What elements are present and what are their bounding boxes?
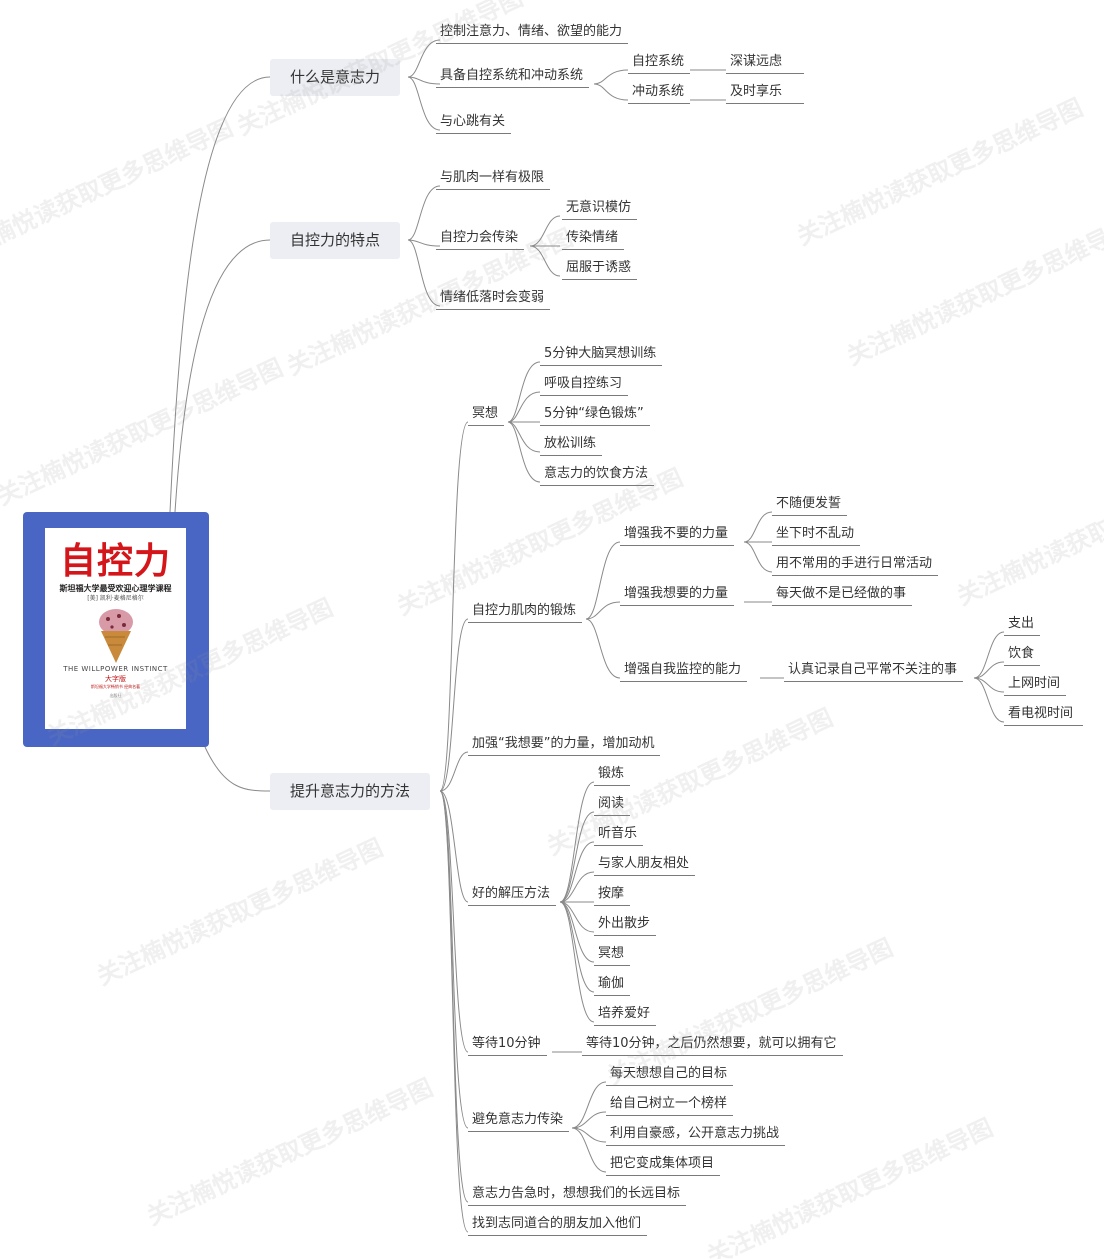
- node-green-exercise[interactable]: 5分钟“绿色锻炼”: [540, 406, 650, 426]
- node-no-swearing[interactable]: 不随便发誓: [772, 496, 848, 516]
- node-record[interactable]: 认真记录自己平常不关注的事: [784, 662, 964, 682]
- node-reading[interactable]: 阅读: [594, 796, 631, 816]
- node-give-in[interactable]: 屈服于诱惑: [562, 260, 638, 280]
- node-meditation[interactable]: 冥想: [468, 406, 505, 426]
- node-new-thing[interactable]: 每天做不是已经做的事: [772, 586, 913, 606]
- root-book-cover[interactable]: 自控力 斯坦福大学最受欢迎心理学课程 [美] 凯利·麦格尼格尔 THE WILL…: [23, 512, 209, 747]
- node-deliberate[interactable]: 深谋远虑: [726, 54, 805, 74]
- node-other-hand[interactable]: 用不常用的手进行日常活动: [772, 556, 939, 576]
- node-stress-relief[interactable]: 好的解压方法: [468, 886, 557, 906]
- node-daily-goal[interactable]: 每天想想自己的目标: [606, 1066, 734, 1086]
- node-muscle-limit[interactable]: 与肌肉一样有极限: [436, 170, 551, 190]
- node-wont-power[interactable]: 增强我不要的力量: [620, 526, 735, 546]
- node-wait-10[interactable]: 等待10分钟: [468, 1036, 547, 1056]
- node-two-systems[interactable]: 具备自控系统和冲动系统: [436, 68, 590, 88]
- node-like-minded[interactable]: 找到志同道合的朋友加入他们: [468, 1216, 648, 1236]
- node-hobby[interactable]: 培养爱好: [594, 1006, 657, 1026]
- node-motivation[interactable]: 加强“我想要”的力量，增加动机: [468, 736, 661, 756]
- node-avoid-contagion[interactable]: 避免意志力传染: [468, 1112, 570, 1132]
- node-yoga[interactable]: 瑜伽: [594, 976, 631, 996]
- node-tv[interactable]: 看电视时间: [1004, 706, 1084, 726]
- node-long-term-goal[interactable]: 意志力告急时，想想我们的长远目标: [468, 1186, 687, 1206]
- node-eating[interactable]: 饮食: [1004, 646, 1041, 666]
- node-muscle-exercise[interactable]: 自控力肌肉的锻炼: [468, 603, 583, 623]
- node-contagious[interactable]: 自控力会传染: [436, 230, 525, 250]
- node-instant-pleasure[interactable]: 及时享乐: [726, 84, 805, 104]
- node-spending[interactable]: 支出: [1004, 616, 1041, 636]
- cover-note: 斯坦福大学畅销书 经典名著: [90, 684, 141, 689]
- node-relax[interactable]: 放松训练: [540, 436, 603, 456]
- node-group-project[interactable]: 把它变成集体项目: [606, 1156, 721, 1176]
- cover-publisher: 出版社: [109, 693, 122, 698]
- branch-what-is-willpower[interactable]: 什么是意志力: [270, 59, 401, 96]
- branch-improve-willpower[interactable]: 提升意志力的方法: [270, 773, 431, 810]
- node-internet[interactable]: 上网时间: [1004, 676, 1067, 696]
- node-impulse-system[interactable]: 冲动系统: [628, 84, 691, 104]
- node-walk[interactable]: 外出散步: [594, 916, 657, 936]
- node-spread-emotion[interactable]: 传染情绪: [562, 230, 625, 250]
- ice-cream-icon: [98, 609, 133, 663]
- cover-subtitle: 斯坦福大学最受欢迎心理学课程: [59, 584, 172, 593]
- node-want-power[interactable]: 增强我想要的力量: [620, 586, 735, 606]
- node-meditate[interactable]: 冥想: [594, 946, 631, 966]
- cover-badge: 大字版: [105, 675, 126, 683]
- cover-author: [美] 凯利·麦格尼格尔: [87, 595, 144, 602]
- node-self-monitor[interactable]: 增强自我监控的能力: [620, 662, 748, 682]
- node-control-ability[interactable]: 控制注意力、情绪、欲望的能力: [436, 24, 629, 44]
- cover-english-title: THE WILLPOWER INSTINCT: [63, 665, 168, 673]
- node-pride[interactable]: 利用自豪感，公开意志力挑战: [606, 1126, 786, 1146]
- node-brain-meditation[interactable]: 5分钟大脑冥想训练: [540, 346, 663, 366]
- cover-title: 自控力: [59, 540, 171, 582]
- node-massage[interactable]: 按摩: [594, 886, 631, 906]
- node-workout[interactable]: 锻炼: [594, 766, 631, 786]
- node-self-control-system[interactable]: 自控系统: [628, 54, 691, 74]
- node-weak-when-low[interactable]: 情绪低落时会变弱: [436, 290, 551, 310]
- branch-self-control-traits[interactable]: 自控力的特点: [270, 222, 401, 259]
- node-diet[interactable]: 意志力的饮食方法: [540, 466, 655, 486]
- node-breathing[interactable]: 呼吸自控练习: [540, 376, 629, 396]
- node-sit-still[interactable]: 坐下时不乱动: [772, 526, 861, 546]
- node-unconscious-imitation[interactable]: 无意识模仿: [562, 200, 638, 220]
- node-role-model[interactable]: 给自己树立一个榜样: [606, 1096, 734, 1116]
- node-music[interactable]: 听音乐: [594, 826, 644, 846]
- node-wait-detail[interactable]: 等待10分钟，之后仍然想要，就可以拥有它: [582, 1036, 843, 1056]
- node-family[interactable]: 与家人朋友相处: [594, 856, 696, 876]
- node-heartbeat[interactable]: 与心跳有关: [436, 114, 512, 134]
- cover-image: 自控力 斯坦福大学最受欢迎心理学课程 [美] 凯利·麦格尼格尔 THE WILL…: [45, 528, 186, 729]
